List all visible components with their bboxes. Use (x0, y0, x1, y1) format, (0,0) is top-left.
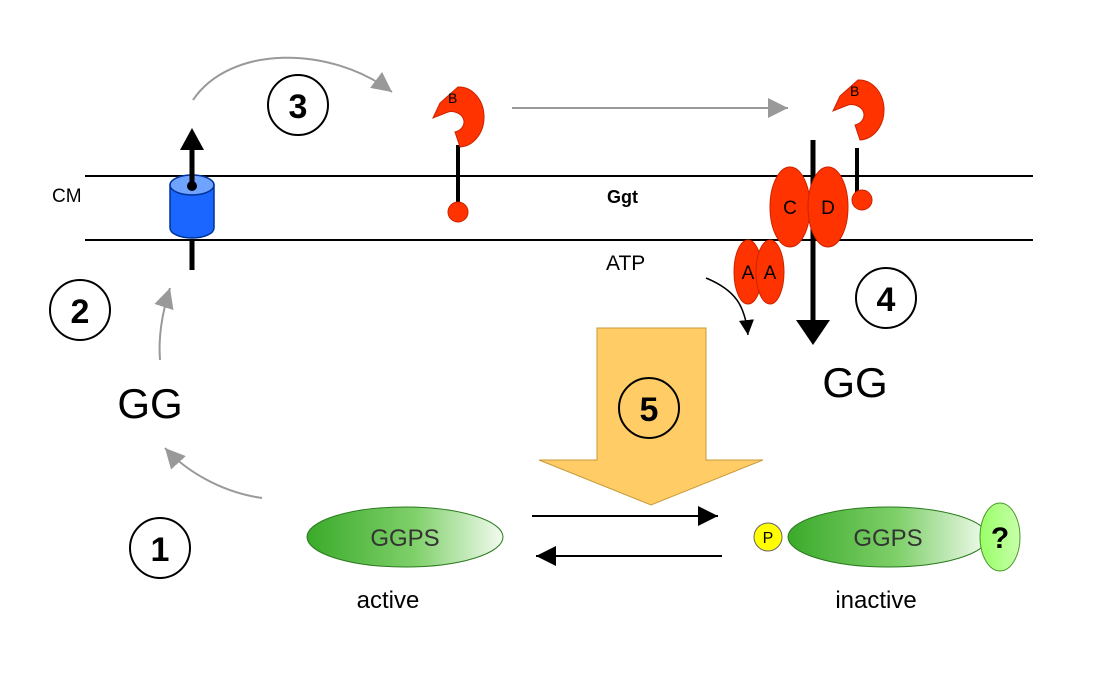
atp-arrow (705, 277, 754, 336)
ggps-to-gg-arrow (164, 447, 263, 499)
subunit-d-ellipse (807, 166, 849, 248)
atp-label: ATP (606, 252, 645, 275)
ggps-active-enzyme (306, 506, 504, 568)
ggps-active-label: GGPS (370, 525, 439, 552)
subunit-a1-label: A (742, 263, 755, 284)
unknown-factor-ellipse (979, 502, 1021, 572)
membrane-label: CM (52, 186, 82, 207)
gg-right-label: GG (822, 359, 887, 406)
transporter-label: Ggt (607, 187, 638, 207)
step-1-circle (129, 517, 191, 579)
gg-left-label: GG (117, 380, 182, 427)
phospho-circle (753, 522, 783, 552)
step-1-label: 1 (151, 531, 170, 569)
subunit-a2-label: A (764, 263, 777, 284)
step-3-label: 3 (289, 88, 308, 126)
ggps-inactive-label: GGPS (853, 525, 922, 552)
abc-transporter-complex (733, 79, 885, 345)
step-2-label: 2 (71, 293, 90, 331)
step-5-label: 5 (640, 391, 659, 429)
transporter-channel-icon (169, 128, 215, 270)
subunit-c-label: C (783, 198, 797, 219)
step-3-circle (267, 74, 329, 136)
active-label: active (357, 587, 420, 614)
step-4-circle (855, 267, 917, 329)
gg-to-transporter-arrow (154, 287, 174, 361)
phospho-label: P (763, 530, 774, 547)
subunit-d-label: D (821, 198, 835, 219)
step-5-circle (618, 377, 680, 439)
step-4-label: 4 (877, 281, 896, 319)
subunit-a2-ellipse (755, 239, 785, 305)
transporter-to-binding-protein-arrow (192, 56, 393, 101)
unknown-factor-label: ? (991, 522, 1009, 555)
binding-protein-icon (432, 86, 485, 223)
binding-protein-label: B (448, 90, 457, 106)
inactive-label: inactive (835, 587, 916, 614)
step-2-circle (49, 279, 111, 341)
binding-protein-right-label: B (850, 83, 859, 99)
